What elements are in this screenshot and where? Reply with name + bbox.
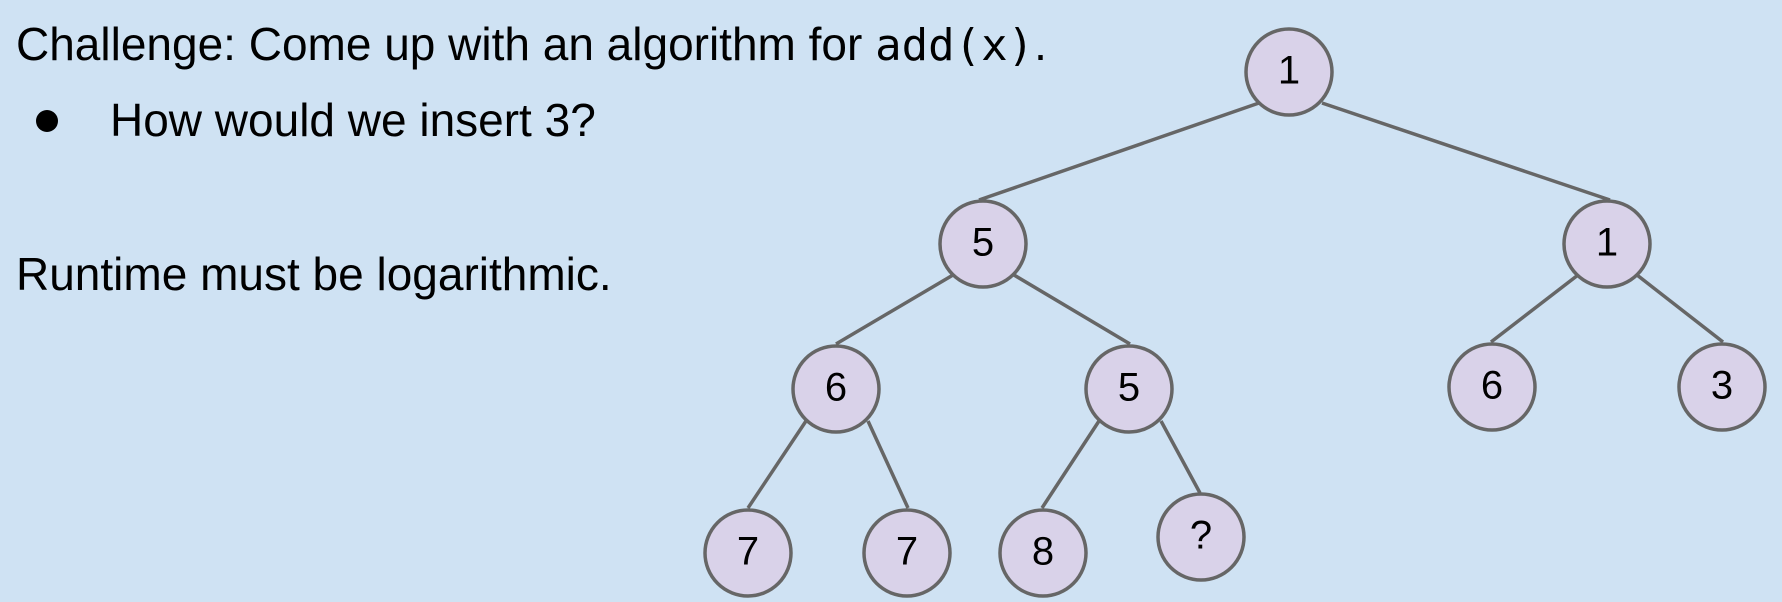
node-label-lrl: 8 bbox=[1032, 530, 1054, 574]
tree-node-ll: 6 bbox=[791, 344, 881, 434]
edge-ll-lll bbox=[746, 420, 808, 509]
edge-lr-lrr bbox=[1159, 420, 1202, 494]
node-label-lll: 7 bbox=[737, 530, 759, 574]
challenge-code: add(x) bbox=[875, 20, 1035, 71]
tree-node-lrl: 8 bbox=[998, 508, 1088, 598]
node-label-lr: 5 bbox=[1118, 366, 1140, 410]
bullet-dot-icon bbox=[36, 110, 58, 132]
node-label-rl: 6 bbox=[1481, 364, 1503, 408]
tree-node-lrr: ? bbox=[1156, 492, 1246, 582]
node-label-r: 1 bbox=[1596, 221, 1618, 265]
tree-node-r: 1 bbox=[1562, 199, 1652, 289]
node-label-root: 1 bbox=[1278, 49, 1300, 93]
edge-l-ll bbox=[835, 273, 954, 346]
edge-root-r bbox=[1321, 101, 1611, 202]
edge-ll-llr bbox=[866, 420, 910, 509]
node-label-lrr: ? bbox=[1190, 514, 1212, 558]
tree-node-root: 1 bbox=[1244, 27, 1334, 117]
tree-edges bbox=[746, 101, 1725, 509]
node-label-ll: 6 bbox=[825, 366, 847, 410]
edge-r-rr bbox=[1635, 273, 1725, 344]
tree-node-lr: 5 bbox=[1084, 344, 1174, 434]
tree-node-l: 5 bbox=[938, 199, 1028, 289]
challenge-heading: Challenge: Come up with an algorithm for… bbox=[16, 14, 1047, 76]
edge-root-l bbox=[978, 101, 1260, 202]
tree-node-lll: 7 bbox=[703, 508, 793, 598]
node-label-llr: 7 bbox=[896, 530, 918, 574]
challenge-suffix: . bbox=[1034, 18, 1047, 70]
node-label-l: 5 bbox=[972, 221, 994, 265]
node-label-rr: 3 bbox=[1711, 364, 1733, 408]
tree-node-llr: 7 bbox=[862, 508, 952, 598]
edge-lr-lrl bbox=[1040, 420, 1101, 509]
bullet-text: How would we insert 3? bbox=[110, 94, 596, 146]
edge-r-rl bbox=[1489, 273, 1580, 344]
challenge-prefix: Challenge: Come up with an algorithm for bbox=[16, 18, 876, 70]
tree-node-rl: 6 bbox=[1447, 342, 1537, 432]
edge-l-lr bbox=[1013, 273, 1131, 346]
tree-node-rr: 3 bbox=[1677, 342, 1767, 432]
runtime-note: Runtime must be logarithmic. bbox=[16, 248, 612, 300]
